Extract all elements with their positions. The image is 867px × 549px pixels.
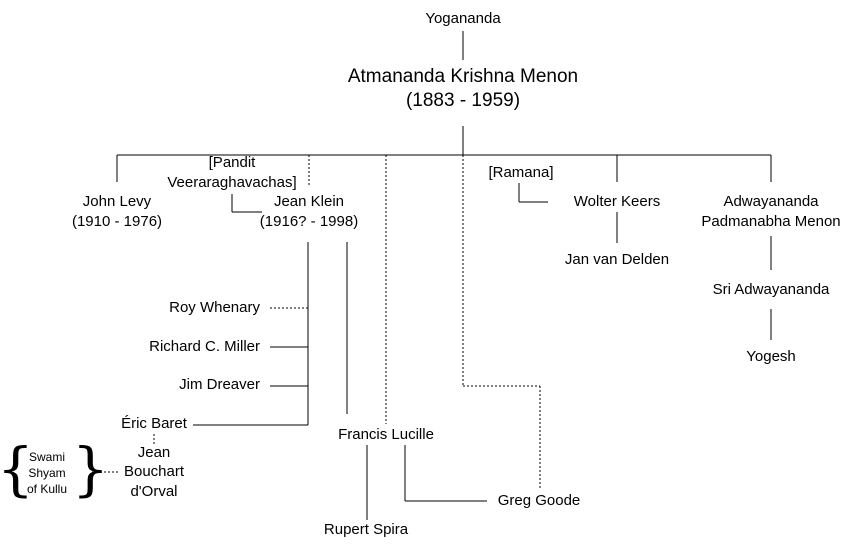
node-jan-van-delden: Jan van Delden <box>564 251 670 268</box>
node-john-levy-years: (1910 - 1976) <box>71 213 163 230</box>
node-pandit-line2: Veeraraghavachas] <box>167 174 297 191</box>
node-adwayananda-line2: Padmanabha Menon <box>701 213 841 230</box>
node-roy-whenary: Roy Whenary <box>169 299 260 316</box>
left-brace-icon: { <box>0 435 34 503</box>
node-yogananda: Yogananda <box>425 10 501 27</box>
node-eric-baret: Éric Baret <box>121 415 187 432</box>
node-atmananda-name: Atmananda Krishna Menon <box>347 66 579 87</box>
node-jean-bouchart-line3: d'Orval <box>130 483 178 500</box>
node-jim-dreaver: Jim Dreaver <box>179 376 260 393</box>
node-jean-klein-years: (1916? - 1998) <box>259 213 359 230</box>
node-swami-line1: Swami <box>28 450 65 464</box>
node-rupert-spira: Rupert Spira <box>323 521 409 538</box>
node-ramana: [Ramana] <box>488 164 554 181</box>
node-swami-line2: Shyam <box>28 466 66 480</box>
node-richard-miller: Richard C. Miller <box>149 338 260 355</box>
node-greg-goode: Greg Goode <box>497 492 581 509</box>
right-brace-icon: } <box>72 435 109 503</box>
node-sri-adwayananda: Sri Adwayananda <box>712 281 830 298</box>
node-john-levy-name: John Levy <box>82 193 152 210</box>
node-adwayananda-line1: Adwayananda <box>723 193 819 210</box>
node-wolter-keers: Wolter Keers <box>573 193 661 210</box>
node-yogesh: Yogesh <box>746 348 796 365</box>
node-atmananda-years: (1883 - 1959) <box>405 90 521 111</box>
node-pandit-line1: [Pandit <box>208 154 256 171</box>
node-jean-bouchart-line2: Bouchart <box>123 463 185 480</box>
node-jean-klein-name: Jean Klein <box>273 193 345 210</box>
node-swami-line3: of Kullu <box>26 482 68 496</box>
node-jean-bouchart-line1: Jean <box>137 444 171 461</box>
node-francis-lucille: Francis Lucille <box>338 426 434 443</box>
